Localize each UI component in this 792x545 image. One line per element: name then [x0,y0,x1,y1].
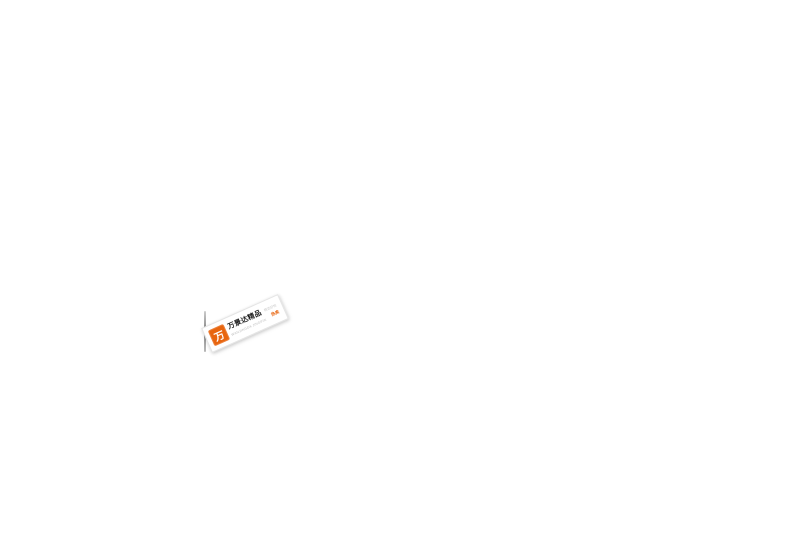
shop-logo-glyph: 万 [212,329,227,344]
shop-logo: 万 [207,323,231,347]
banner-right-badge: 热卖 [270,310,281,318]
shop-banner-card: 万 万景达精品 WANJINGDA JINGPIN 精选好物 热卖 [201,294,289,353]
